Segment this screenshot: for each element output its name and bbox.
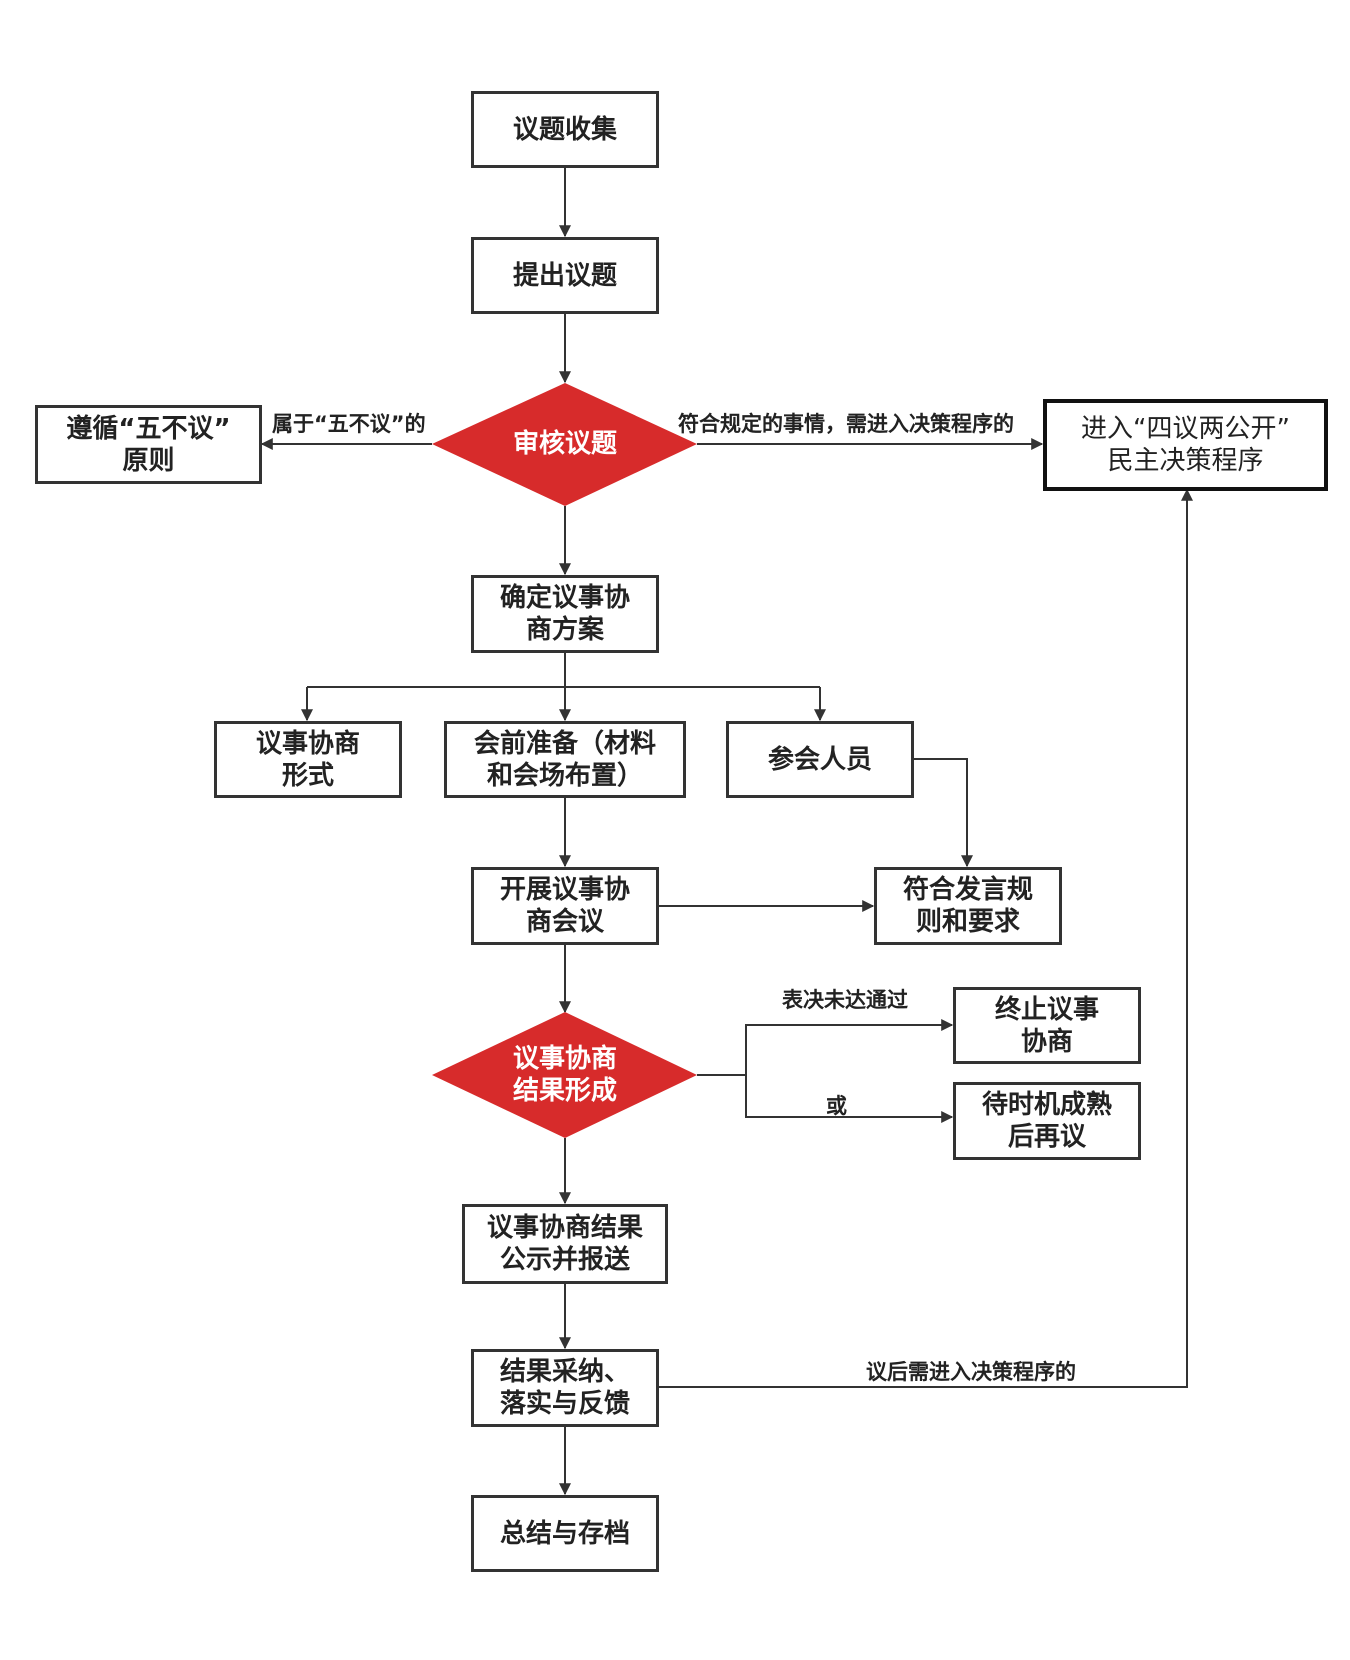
edge-result-wait — [745, 1075, 954, 1123]
node-collect: 议题收集 — [471, 91, 659, 168]
node-prep: 会前准备（材料 和会场布置） — [444, 721, 686, 798]
edge-label-compliant: 符合规定的事情，需进入决策程序的 — [678, 412, 1014, 436]
node-five-no: 遵循“五不议” 原则 — [35, 405, 262, 484]
node-publicize: 议事协商结果 公示并报送 — [462, 1204, 668, 1284]
edge-result-terminate — [745, 1019, 954, 1075]
edge-attendees-rules — [913, 758, 973, 868]
edge-label-or: 或 — [826, 1094, 847, 1118]
node-form: 议事协商 形式 — [214, 721, 402, 798]
node-review: 审核议题 — [512, 429, 617, 459]
edge-label-vote-fail: 表决未达通过 — [782, 988, 908, 1012]
node-propose: 提出议题 — [471, 237, 659, 314]
node-terminate: 终止议事 协商 — [953, 987, 1141, 1064]
edge-adopt-four-two — [659, 488, 1193, 1388]
review-diamond — [432, 383, 697, 506]
node-rules: 符合发言规 则和要求 — [874, 867, 1062, 945]
node-plan: 确定议事协 商方案 — [471, 575, 659, 653]
node-result: 议事协商 结果形成 — [512, 1044, 617, 1106]
node-archive: 总结与存档 — [471, 1495, 659, 1572]
edge-label-five-no: 属于“五不议”的 — [272, 412, 426, 436]
node-wait: 待时机成熟 后再议 — [953, 1082, 1141, 1160]
node-adopt: 结果采纳、 落实与反馈 — [471, 1349, 659, 1427]
node-attendees: 参会人员 — [726, 721, 914, 798]
node-four-two: 进入“四议两公开” 民主决策程序 — [1043, 399, 1328, 491]
edge-label-post: 议后需进入决策程序的 — [866, 1360, 1076, 1384]
result-diamond — [432, 1012, 697, 1138]
node-meeting: 开展议事协 商会议 — [471, 867, 659, 945]
